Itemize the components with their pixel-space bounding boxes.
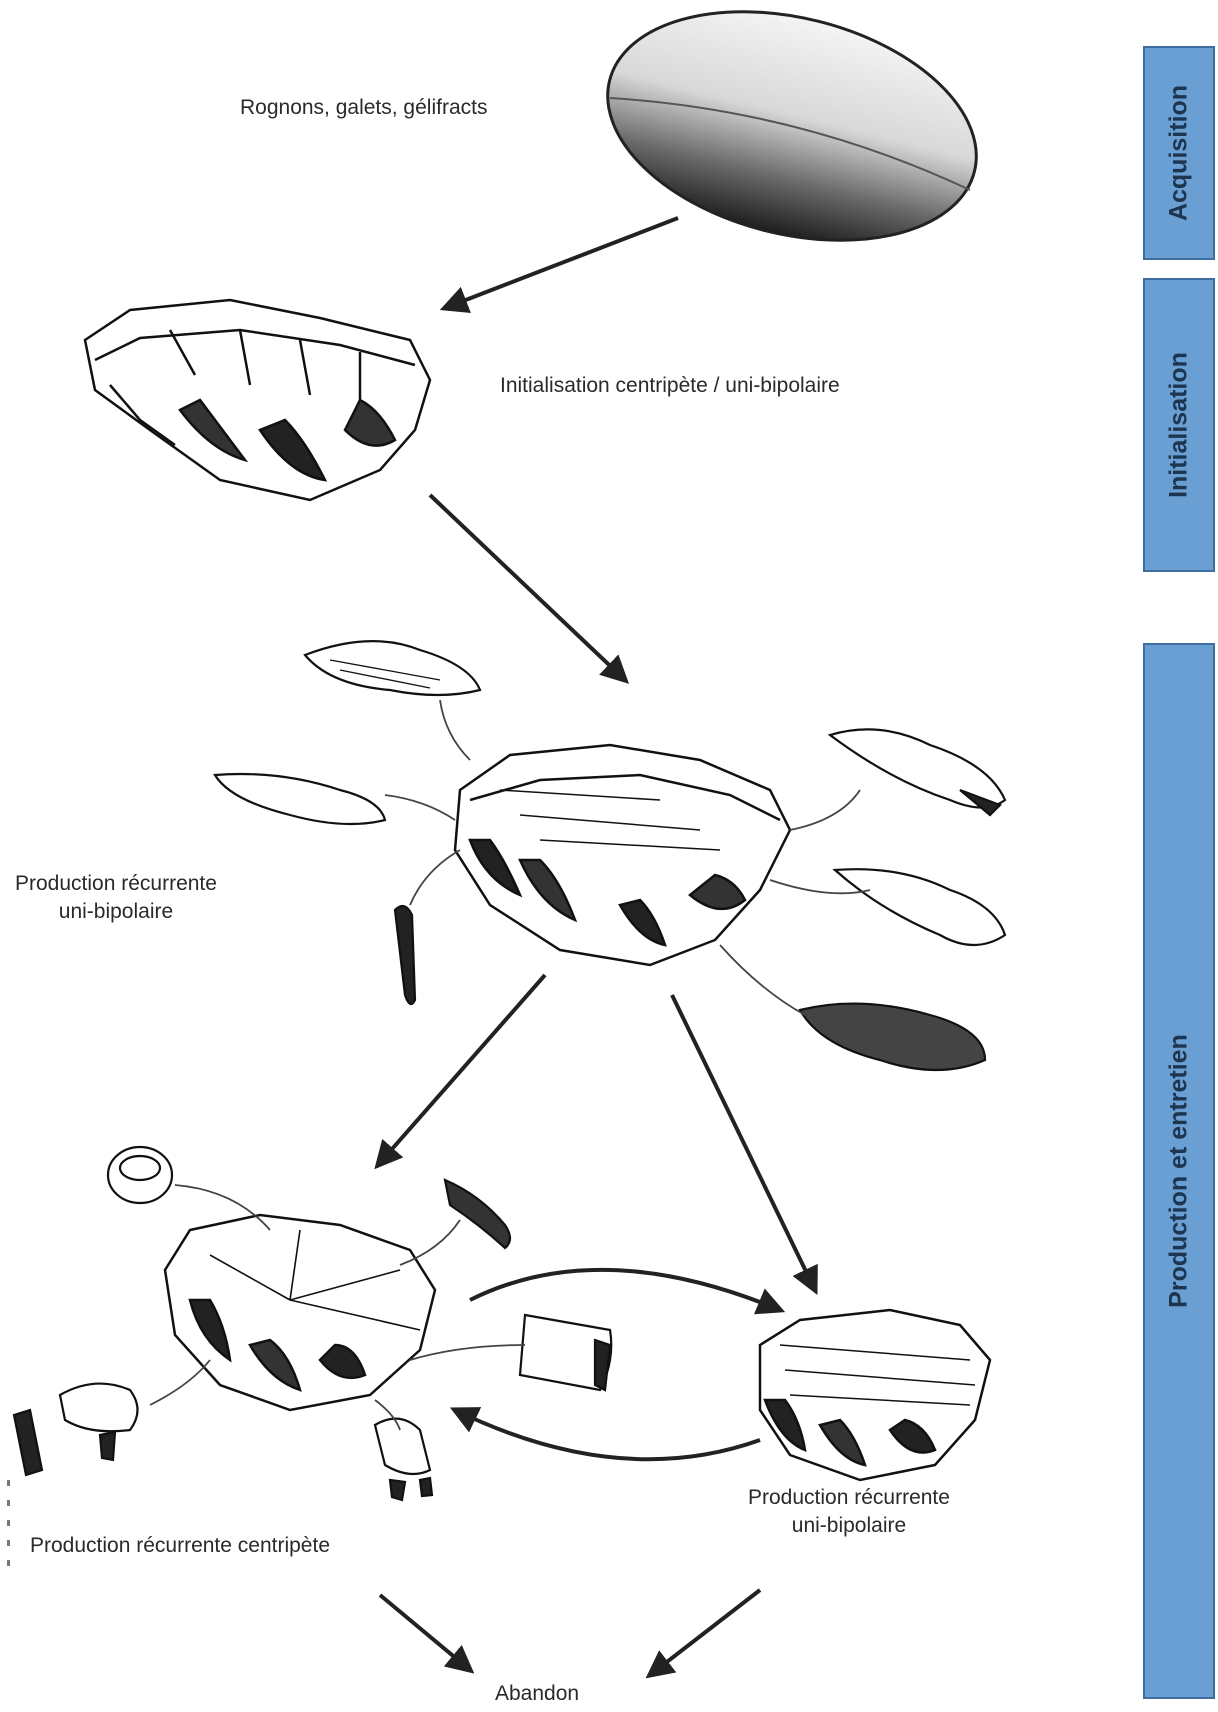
connector-lines — [149, 699, 871, 1431]
arrow-initialisation-to-production — [428, 493, 630, 684]
label-production-uni-right-line1: Production récurrente — [748, 1486, 950, 1509]
label-abandon: Abandon — [495, 1682, 580, 1705]
label-production-uni-left: Production récurrente uni-bipolaire — [15, 870, 217, 927]
unibipolar-core-right — [758, 1308, 992, 1482]
label-production-uni-left-line1: Production récurrente — [15, 872, 217, 895]
label-production-uni-left-line2: uni-bipolaire — [58, 900, 174, 924]
arrow-nodule-to-initialisation — [439, 216, 679, 313]
phase-acquisition: Acquisition — [1143, 46, 1215, 260]
phase-initialisation: Initialisation — [1143, 278, 1215, 572]
phase-production: Production et entretien — [1143, 643, 1215, 1699]
phase-acquisition-label: Acquisition — [1164, 84, 1193, 222]
label-initialisation: Initialisation centripète / uni-bipolair… — [500, 374, 840, 397]
flakes-centripetal — [12, 1145, 613, 1502]
arrow-centripetal-to-abandon — [378, 1593, 475, 1674]
arrows — [374, 216, 818, 1679]
arrow-production-to-centripetal — [374, 973, 547, 1170]
label-production-centripete: Production récurrente centripète — [30, 1534, 330, 1557]
raw-nodule — [606, 10, 978, 242]
flakes-central — [213, 640, 1007, 1072]
label-production-uni-right-line2: uni-bipolaire — [791, 1514, 907, 1538]
label-raw-material: Rognons, galets, gélifracts — [240, 96, 488, 119]
phase-initialisation-label: Initialisation — [1164, 352, 1193, 498]
arrow-centripetal-to-unibipolar — [469, 1267, 786, 1315]
initialised-core — [83, 298, 432, 502]
arrow-production-to-unibipolar — [670, 994, 818, 1296]
arrow-unibipolar-to-centripetal — [449, 1407, 761, 1462]
label-production-uni-right: Production récurrente uni-bipolaire — [748, 1484, 950, 1541]
margin-ticks — [7, 1480, 10, 1566]
arrow-unibipolar-to-abandon — [645, 1588, 762, 1679]
centripetal-core — [163, 1213, 437, 1412]
phase-production-label: Production et entretien — [1164, 1034, 1193, 1308]
production-core — [453, 743, 792, 967]
